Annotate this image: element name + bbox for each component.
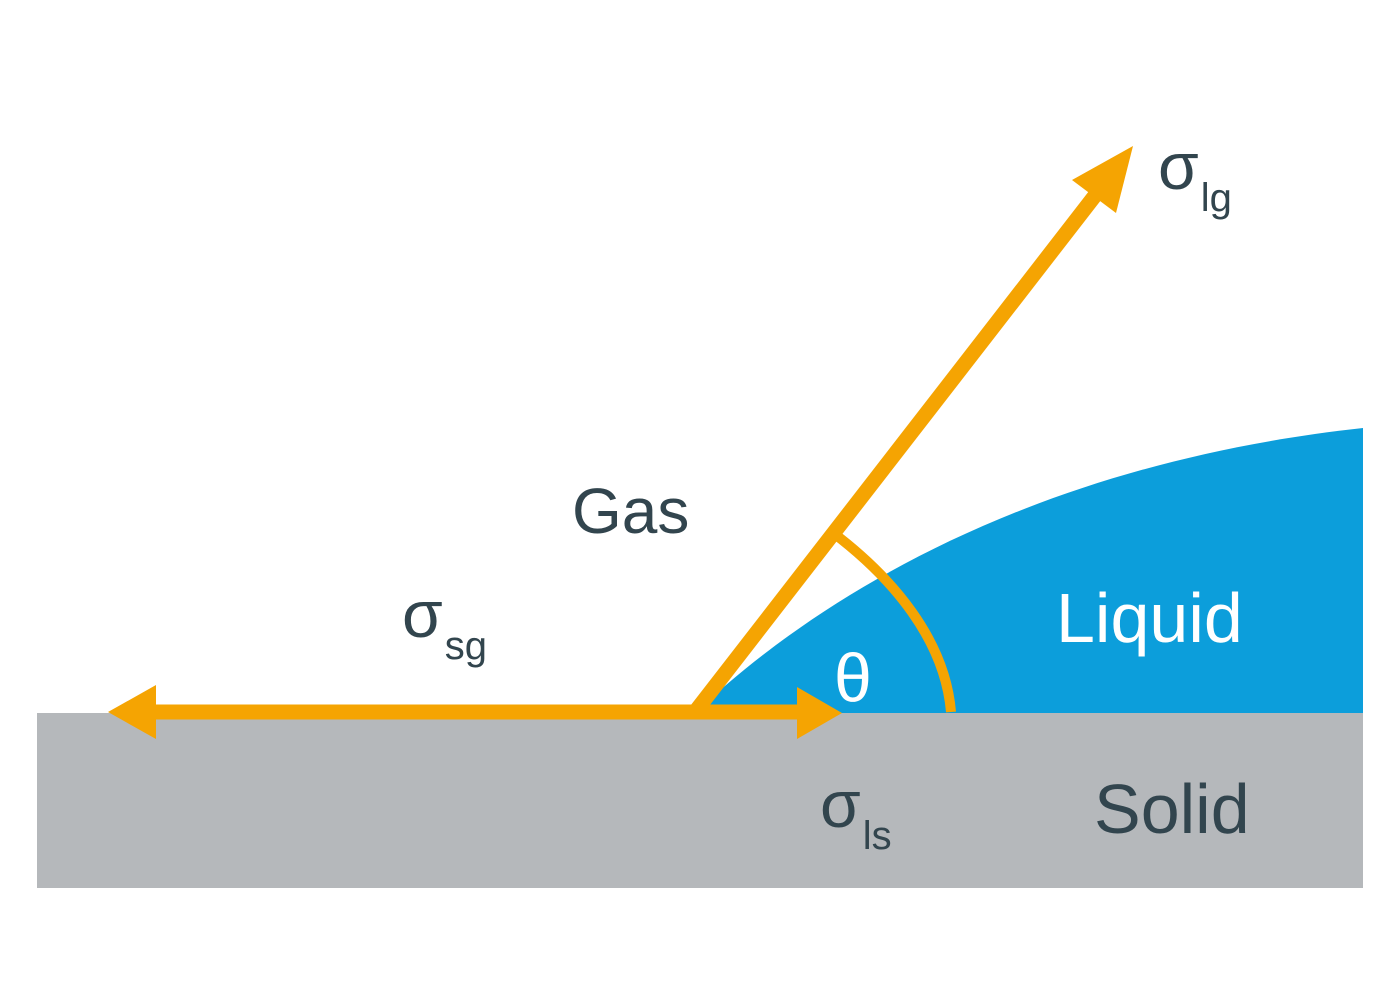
sigma-ls-subscript: ls (862, 814, 892, 858)
sigma-ls-symbol: σ (820, 767, 861, 841)
sigma-sg-arrow-head (108, 685, 156, 739)
gas-label: Gas (572, 475, 690, 547)
sigma-lg-arrow-shaft (689, 188, 1103, 717)
solid-label: Solid (1094, 770, 1250, 848)
sigma-ls-label: σls (820, 771, 892, 856)
sigma-sg-label: σsg (402, 581, 487, 666)
solid-surface-shape (37, 713, 1363, 888)
sigma-ls-arrow-head (797, 687, 842, 739)
sigma-lg-symbol: σ (1158, 129, 1199, 203)
sigma-sg-symbol: σ (402, 577, 443, 651)
sigma-sg-arrow (108, 685, 695, 739)
sigma-lg-label: σlg (1158, 133, 1232, 218)
sigma-ls-arrow (695, 687, 842, 739)
sigma-lg-subscript: lg (1200, 176, 1232, 220)
contact-angle-arc (828, 528, 956, 713)
sigma-sg-subscript: sg (444, 624, 487, 668)
sigma-lg-arrow-head (1072, 146, 1133, 213)
liquid-drop-shape (695, 428, 1363, 713)
theta-label: θ (834, 640, 872, 716)
sigma-lg-arrow (689, 146, 1133, 717)
liquid-label: Liquid (1056, 579, 1243, 657)
